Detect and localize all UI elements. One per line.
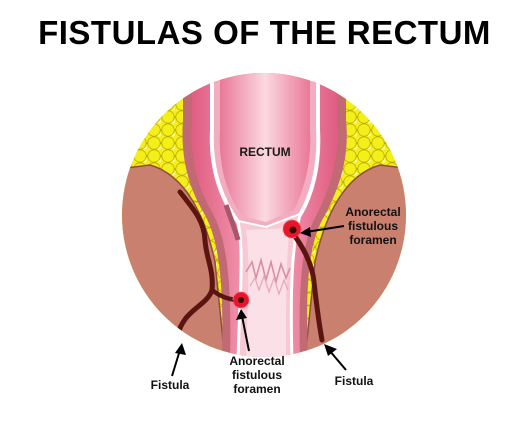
foramen-bottom: [232, 291, 250, 309]
foramen-bottom-label-line1: Anorectal: [229, 354, 284, 368]
foramen-bottom-label-line3: foramen: [233, 382, 280, 396]
dentate-line: [245, 256, 291, 286]
arrow-fistula-left: [171, 343, 186, 377]
foramen-right-label-line2: fistulous: [348, 219, 398, 233]
fistula-right-label: Fistula: [335, 374, 374, 388]
fistula-left-label: Fistula: [151, 378, 190, 392]
rectum-label: RECTUM: [239, 145, 290, 159]
fistula-tract-right: [289, 229, 325, 343]
foramen-right-label-line3: foramen: [349, 233, 396, 247]
arrow-foramen-right: [300, 225, 345, 237]
foramen-right-label-line1: Anorectal: [345, 205, 400, 219]
arrow-foramen-bottom: [236, 309, 250, 352]
diagram-title: FISTULAS OF THE RECTUM: [38, 14, 491, 51]
foramen-bottom-label-line2: fistulous: [232, 368, 282, 382]
foramen-right: [282, 219, 302, 239]
arrow-fistula-right: [324, 344, 347, 371]
